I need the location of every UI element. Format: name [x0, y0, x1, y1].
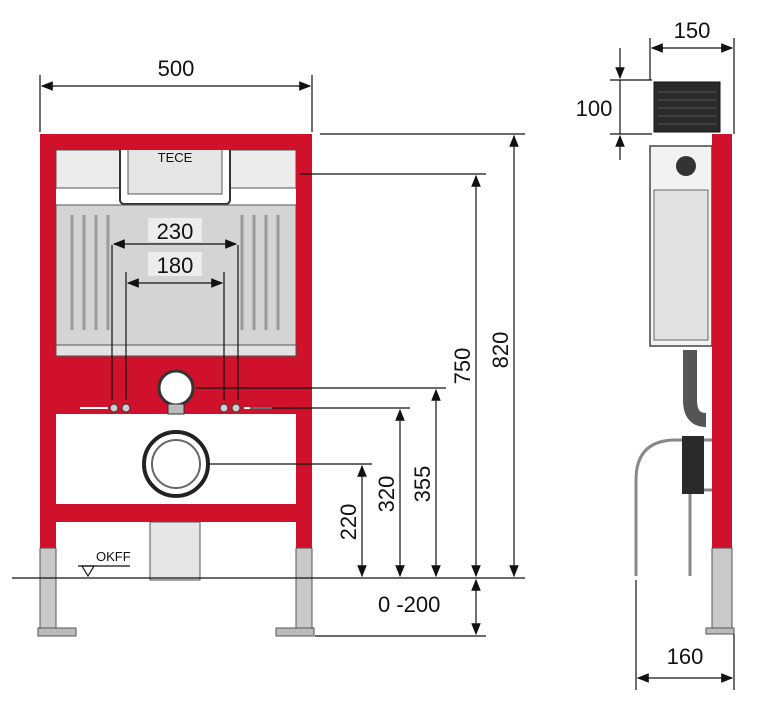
floor-range-label: 0 -200 — [378, 592, 440, 617]
side-frame-post — [712, 134, 732, 548]
left-leg — [39, 547, 57, 629]
width-dimension-label: 500 — [158, 56, 195, 81]
height-220-label: 220 — [336, 504, 361, 541]
height-355-label: 355 — [410, 466, 435, 503]
water-inlet — [157, 369, 195, 407]
side-depth-label: 150 — [674, 18, 711, 43]
brand-label: TECE — [158, 150, 193, 165]
side-inlet-elbow — [683, 350, 707, 427]
side-box-height-label: 100 — [576, 96, 613, 121]
side-drain-seal — [682, 436, 704, 494]
side-bottom-label: 160 — [667, 644, 704, 669]
height-750-label: 750 — [450, 348, 475, 385]
left-foot — [37, 627, 77, 637]
floor-level-marker — [80, 565, 96, 578]
floor-level-label: OKFF — [96, 549, 131, 564]
cistern-ribs — [70, 215, 280, 330]
bottom-frame-rail — [56, 504, 296, 522]
right-frame-post — [296, 134, 312, 548]
mounting-studs — [80, 403, 272, 413]
height-320-label: 320 — [374, 476, 399, 513]
side-view: 150 100 160 — [576, 18, 735, 690]
top-frame-rail — [40, 134, 312, 150]
right-leg — [295, 547, 313, 629]
height-820-label: 820 — [488, 332, 513, 369]
side-leg — [711, 547, 733, 629]
front-view: 500 TECE — [12, 56, 525, 637]
height-dimensions: 820 750 355 320 220 0 -200 — [196, 133, 525, 636]
stud-spacing-label: 180 — [157, 253, 194, 278]
left-frame-post — [40, 134, 56, 548]
side-drain-elbow — [634, 438, 712, 576]
right-foot — [275, 627, 315, 637]
inner-spacing-label: 230 — [157, 219, 194, 244]
drain-pipe — [149, 521, 201, 581]
side-valve — [676, 156, 696, 176]
